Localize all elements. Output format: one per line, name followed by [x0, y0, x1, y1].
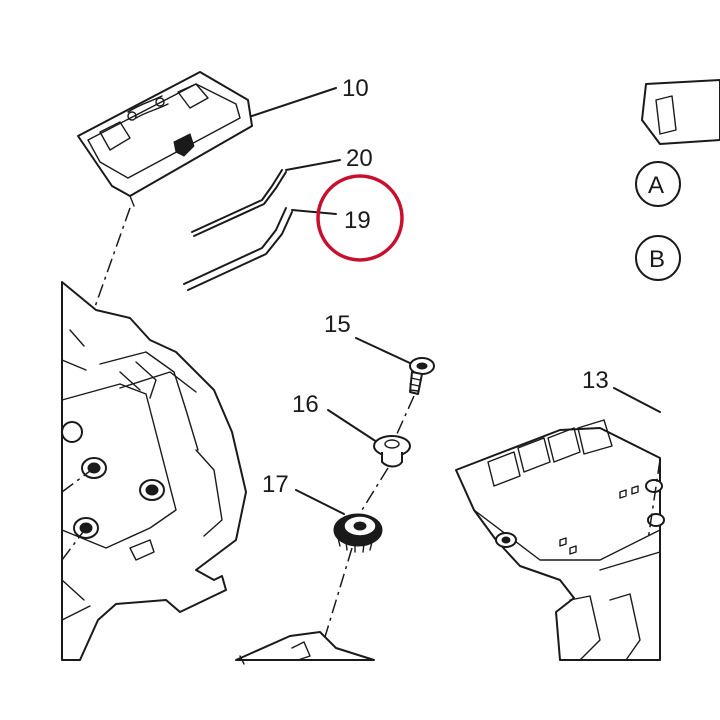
legend-marker-a-label: A — [648, 172, 664, 199]
part-10-cover[interactable] — [77, 71, 253, 207]
leader-line-10 — [251, 87, 337, 117]
callout-10: 10 — [342, 75, 369, 102]
assembly-axis-17 — [317, 547, 353, 661]
legend-part-icon — [641, 79, 720, 145]
part-13-bracket[interactable] — [455, 419, 665, 661]
callout-16: 16 — [292, 391, 319, 418]
bottom-center-part[interactable] — [235, 631, 375, 665]
callout-15: 15 — [324, 311, 351, 338]
part-15-screw[interactable] — [409, 357, 435, 395]
callout-20: 20 — [346, 145, 373, 172]
callout-19: 19 — [344, 207, 371, 234]
main-housing-left[interactable] — [61, 281, 247, 661]
legend-marker-a — [635, 161, 681, 207]
bracket-hole-2 — [645, 479, 663, 493]
part-19-rod[interactable] — [183, 207, 293, 291]
legend-marker-b — [635, 235, 681, 281]
callout-13: 13 — [582, 367, 609, 394]
leader-line-16 — [327, 409, 381, 445]
housing-hole-1 — [61, 421, 83, 443]
part-17-grommet[interactable] — [333, 513, 383, 553]
leader-line-15 — [355, 337, 413, 365]
assembly-axis-15 — [395, 395, 415, 437]
leader-line-19 — [291, 209, 337, 215]
leader-line-13 — [613, 387, 661, 413]
part-16-washer[interactable] — [373, 435, 411, 468]
assembly-axis-16 — [361, 467, 389, 511]
legend-marker-b-label: B — [649, 246, 665, 273]
leader-line-17 — [295, 489, 345, 515]
highlight-circle — [316, 174, 404, 262]
logo-shield-icon — [173, 133, 195, 157]
part-20-rod[interactable] — [191, 169, 287, 237]
callout-17: 17 — [262, 471, 289, 498]
legend-panel: A B — [635, 79, 720, 281]
leader-line-20 — [285, 159, 341, 171]
